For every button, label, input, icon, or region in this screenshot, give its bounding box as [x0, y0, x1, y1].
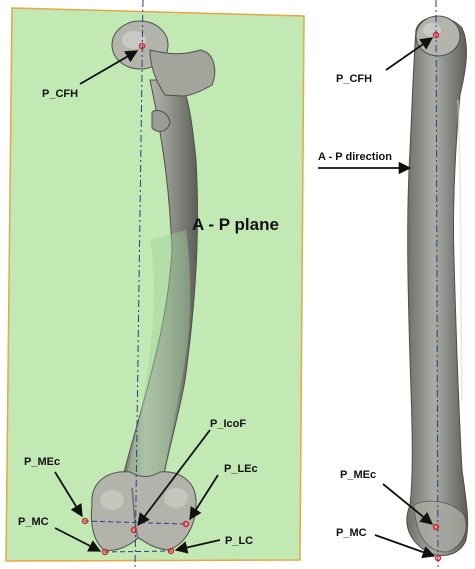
- label-mec-right: P_MEc: [340, 469, 376, 481]
- ap-plane-label: A - P plane: [192, 215, 279, 234]
- left-panel: A - P plane P_CFH P_IcoF P_MEc P_LEc P_M…: [6, 0, 304, 569]
- label-lec: P_LEc: [224, 463, 258, 475]
- label-lc: P_LC: [225, 535, 253, 547]
- label-mc-left: P_MC: [18, 516, 49, 528]
- ap-direction-label: A - P direction: [318, 151, 392, 163]
- label-mc-right: P_MC: [336, 527, 367, 539]
- label-icof: P_IcoF: [210, 418, 246, 430]
- label-cfh-left: P_CFH: [42, 88, 78, 100]
- label-mec-left: P_MEc: [24, 456, 60, 468]
- label-cfh-right: P_CFH: [336, 73, 372, 85]
- right-panel: A - P direction P_CFH P_MEc P_MC: [318, 0, 468, 569]
